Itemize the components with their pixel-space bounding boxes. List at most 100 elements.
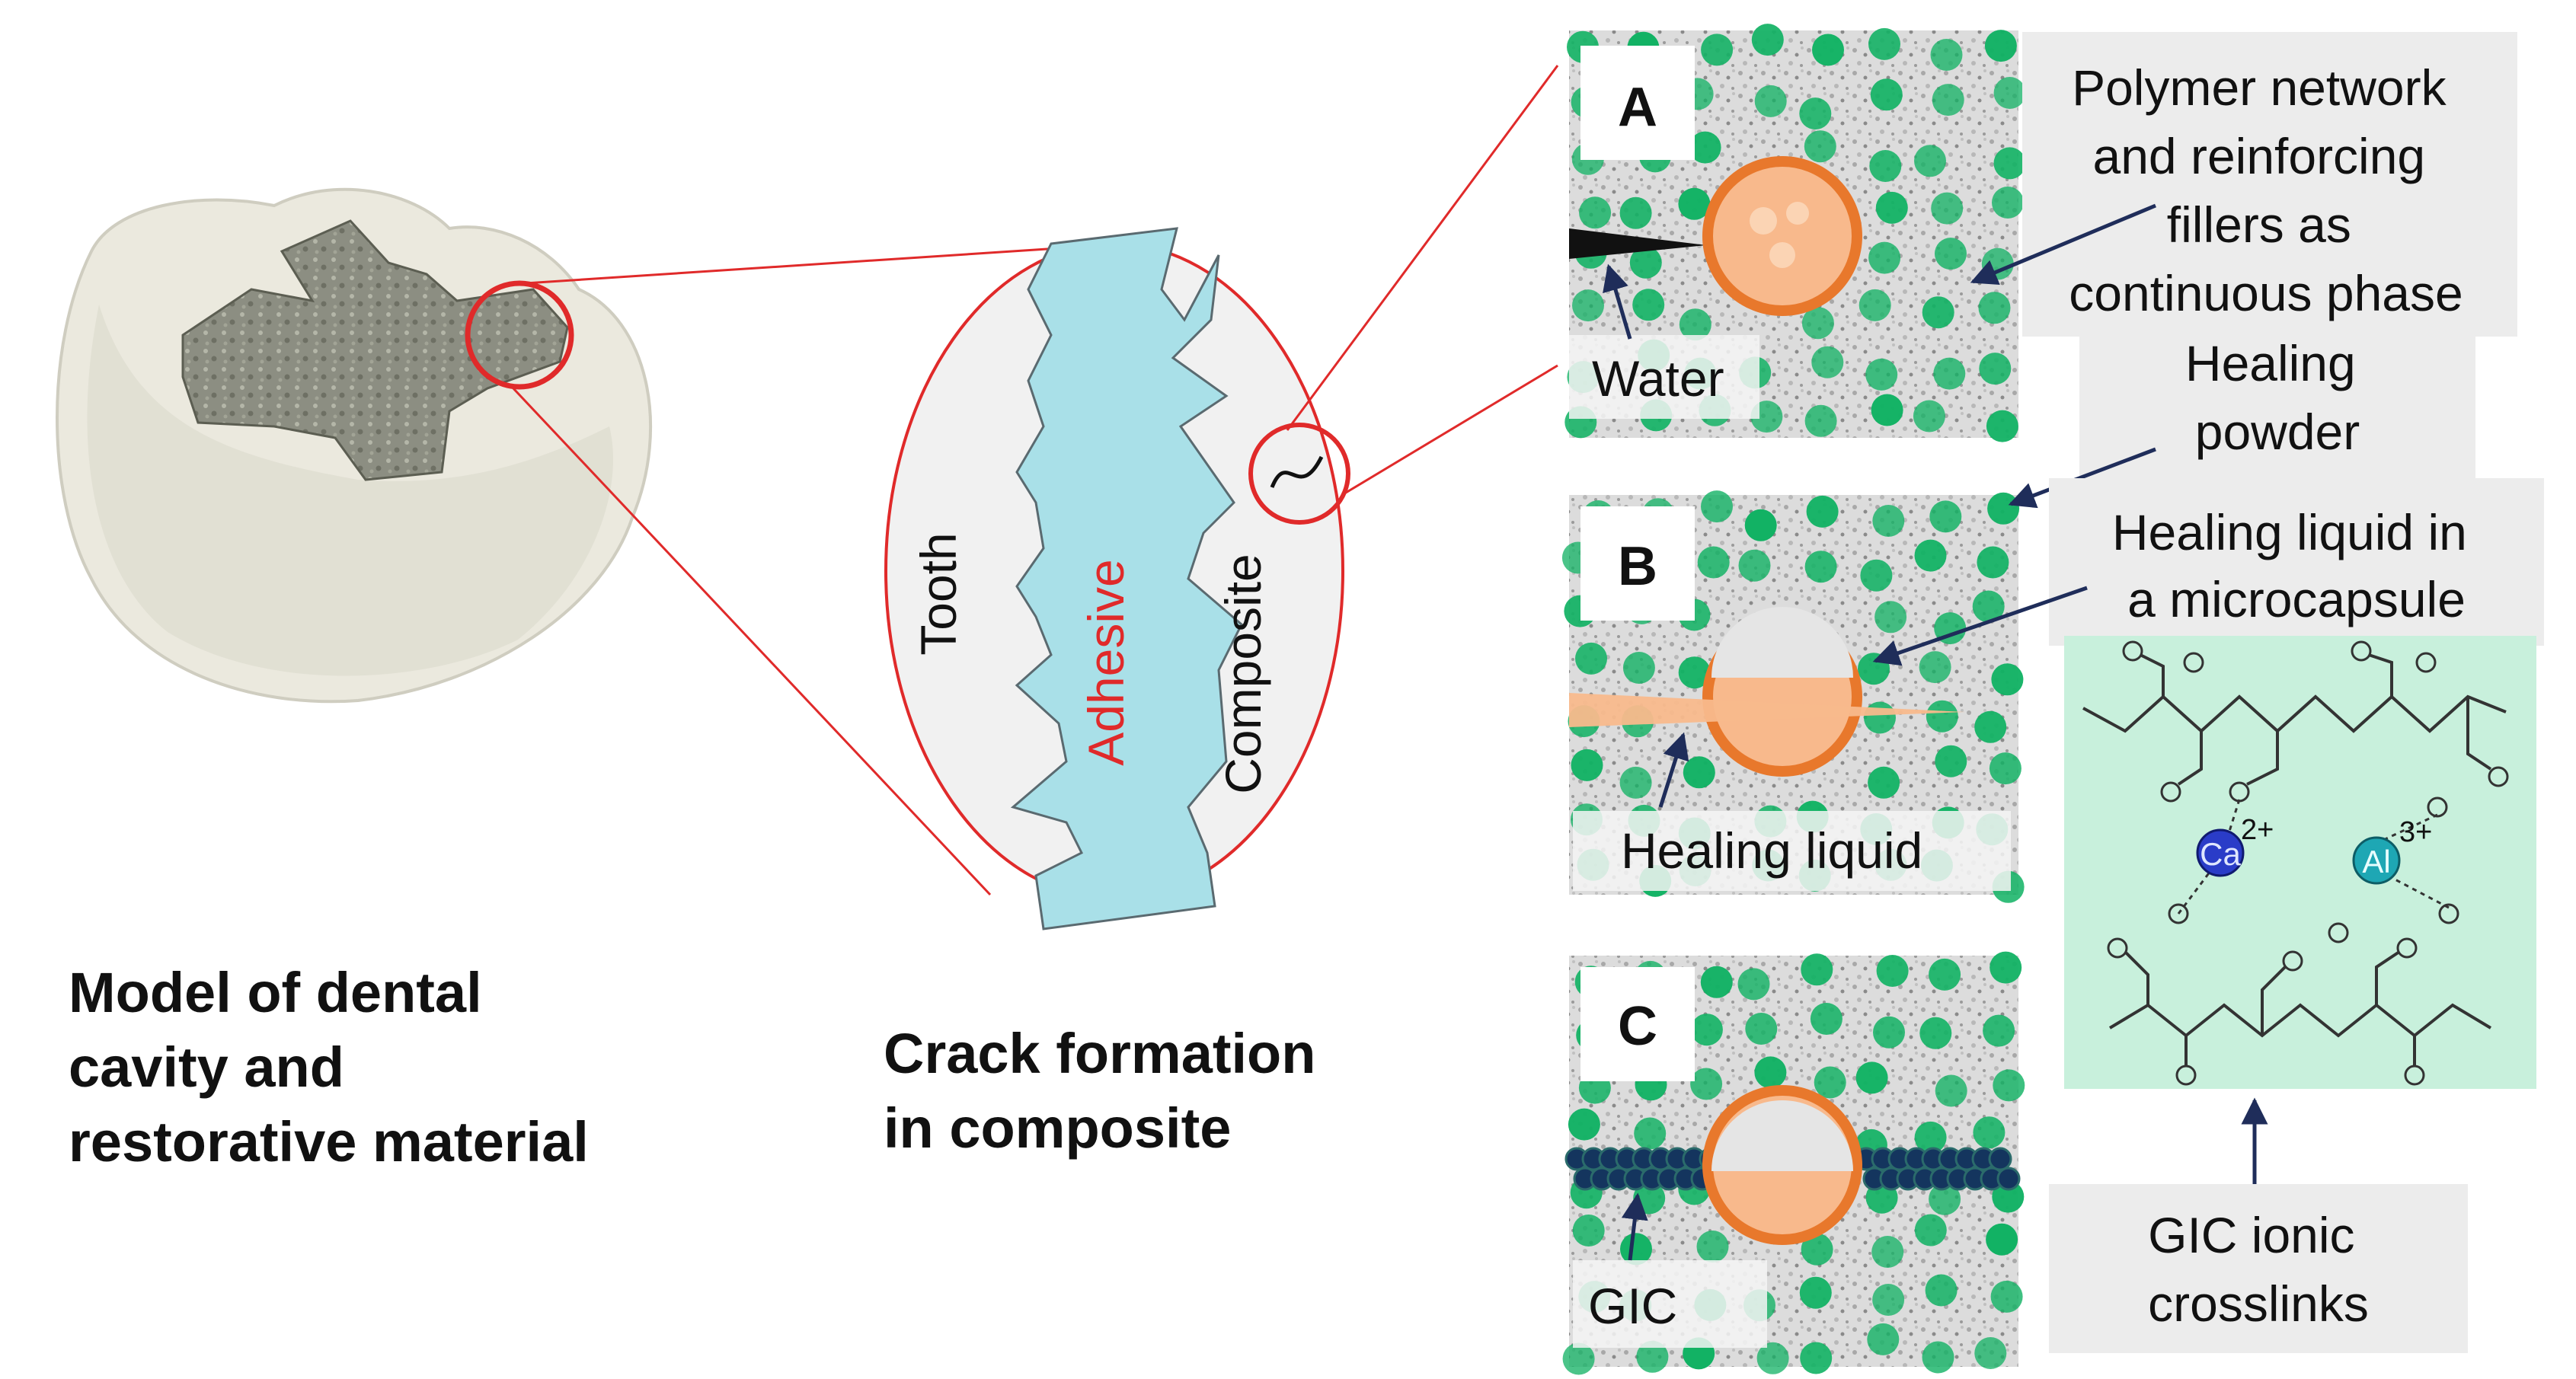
calcium-ion-charge: 2+ — [2241, 814, 2274, 846]
filler-particle — [1629, 246, 1662, 279]
filler-particle — [1801, 953, 1833, 986]
callout-polymer: Polymer network and reinforcing fillers … — [1970, 32, 2517, 337]
polymer-backbone-bottom — [2108, 950, 2492, 1066]
filler-particle — [1812, 34, 1844, 66]
panel-a-letter-box — [1580, 46, 1695, 160]
filler-particle — [1972, 590, 2005, 623]
filler-particle — [1636, 1340, 1669, 1373]
filler-particle — [1800, 1342, 1833, 1374]
filler-particle — [1990, 1280, 2023, 1313]
caption-crack-line: in composite — [884, 1096, 1232, 1160]
filler-particle — [1876, 955, 1909, 987]
panel-b-healing-liquid — [1569, 693, 1965, 727]
filler-particle — [1690, 1014, 1723, 1046]
panel-a-capsule — [1702, 156, 1862, 316]
filler-particle — [1738, 549, 1771, 582]
callout-powder-arrow — [2008, 447, 2156, 509]
panel-a-capsule-dot — [1750, 207, 1777, 235]
polymer-backbone-top — [2082, 653, 2507, 786]
filler-particle — [1751, 24, 1784, 56]
panel-c: C GIC — [1562, 951, 2025, 1375]
panel-a-capsule-dot — [1786, 202, 1809, 225]
filler-particle — [1987, 492, 2020, 525]
caption-model-line: restorative material — [69, 1110, 589, 1173]
filler-particle — [1620, 1233, 1652, 1266]
filler-particle — [1568, 1108, 1600, 1141]
filler-particle — [1697, 546, 1730, 579]
caption-crack: Crack formation in composite — [884, 1017, 1315, 1166]
filler-particle — [1814, 1066, 1846, 1099]
filler-particle — [1929, 958, 1961, 991]
filler-particle — [1868, 766, 1900, 799]
crosslink-background — [2064, 636, 2536, 1089]
filler-particle — [1632, 289, 1665, 321]
panel-c-letter-box — [1580, 967, 1695, 1081]
calcium-ion — [2196, 828, 2245, 877]
filler-particle — [1931, 192, 1964, 225]
filler-particle — [1744, 509, 1777, 541]
filler-particle — [1622, 652, 1655, 684]
panel-c-label-box — [1573, 1260, 1767, 1348]
filler-particle — [1922, 296, 1954, 329]
filler-particle — [1756, 1342, 1789, 1374]
aluminium-ion-charge: 3+ — [2399, 816, 2432, 848]
filler-particle — [1935, 745, 1967, 777]
filler-particle — [1974, 1337, 2007, 1369]
filler-particle — [1993, 1069, 2025, 1102]
filler-particle — [1745, 1013, 1778, 1045]
filler-particle — [1572, 289, 1604, 322]
filler-particle — [1634, 1117, 1667, 1150]
filler-particle — [1914, 1214, 1947, 1247]
crack-zoom-circle — [1248, 423, 1350, 525]
panel-b-capsule-empty — [1711, 607, 1853, 678]
filler-particle — [1801, 307, 1834, 340]
filler-particle — [1804, 404, 1837, 437]
panel-c-capsule-empty — [1711, 1100, 1853, 1171]
filler-particle — [1993, 77, 2026, 109]
filler-particle — [1990, 951, 2022, 984]
filler-particle — [1929, 500, 1962, 533]
tooth-zoom-circle — [465, 280, 574, 390]
filler-particle — [1571, 749, 1603, 781]
filler-particle — [1977, 546, 2009, 579]
crack-line — [1270, 455, 1324, 488]
filler-particle — [1933, 357, 1966, 390]
filler-particle — [1690, 1068, 1723, 1100]
panel-a: A Water — [1564, 24, 2026, 442]
filler-particle — [1870, 78, 1903, 111]
filler-particle — [1799, 97, 1832, 130]
gic-bead — [1988, 1147, 2012, 1171]
filler-particle — [1871, 1236, 1904, 1268]
panel-b-label-box — [1573, 811, 2011, 891]
filler-particle — [1989, 752, 2021, 785]
filler-particle — [1919, 651, 1951, 684]
tooth-model-illustration — [56, 187, 652, 704]
callout-polymer-box — [2022, 32, 2517, 337]
tooth-label: Tooth — [910, 532, 967, 655]
zoom-line-top — [525, 247, 1059, 285]
filler-particle — [1619, 766, 1652, 799]
filler-particle — [1914, 539, 1947, 572]
filler-particle — [1922, 1341, 1954, 1374]
filler-particle — [1678, 656, 1711, 689]
filler-particle — [1919, 1017, 1952, 1049]
filler-particle — [1701, 34, 1734, 66]
adhesive-layer — [1010, 227, 1243, 931]
filler-particle — [1984, 30, 2017, 62]
panel-c-letter: C — [1618, 996, 1657, 1057]
callout-powder: Healing powder — [2008, 327, 2475, 509]
filler-particle — [1579, 196, 1612, 229]
crosslink-structure: Ca 2+ Al 3+ — [2064, 636, 2536, 1089]
ionic-bonds — [2177, 799, 2450, 915]
filler-particle — [1872, 1284, 1905, 1316]
filler-particle — [1858, 289, 1891, 321]
filler-particle — [1935, 238, 1967, 270]
crack-model-illustration: Tooth Adhesive Composite — [884, 227, 1350, 931]
callout-gic: GIC ionic crosslinks — [2049, 1097, 2468, 1353]
filler-particle — [1974, 710, 2007, 743]
filler-particle — [1868, 241, 1901, 274]
gic-bead — [1996, 1167, 2021, 1191]
filler-particle — [1986, 410, 2018, 442]
filler-particle — [1864, 701, 1896, 734]
filler-particle — [1983, 1014, 2015, 1047]
